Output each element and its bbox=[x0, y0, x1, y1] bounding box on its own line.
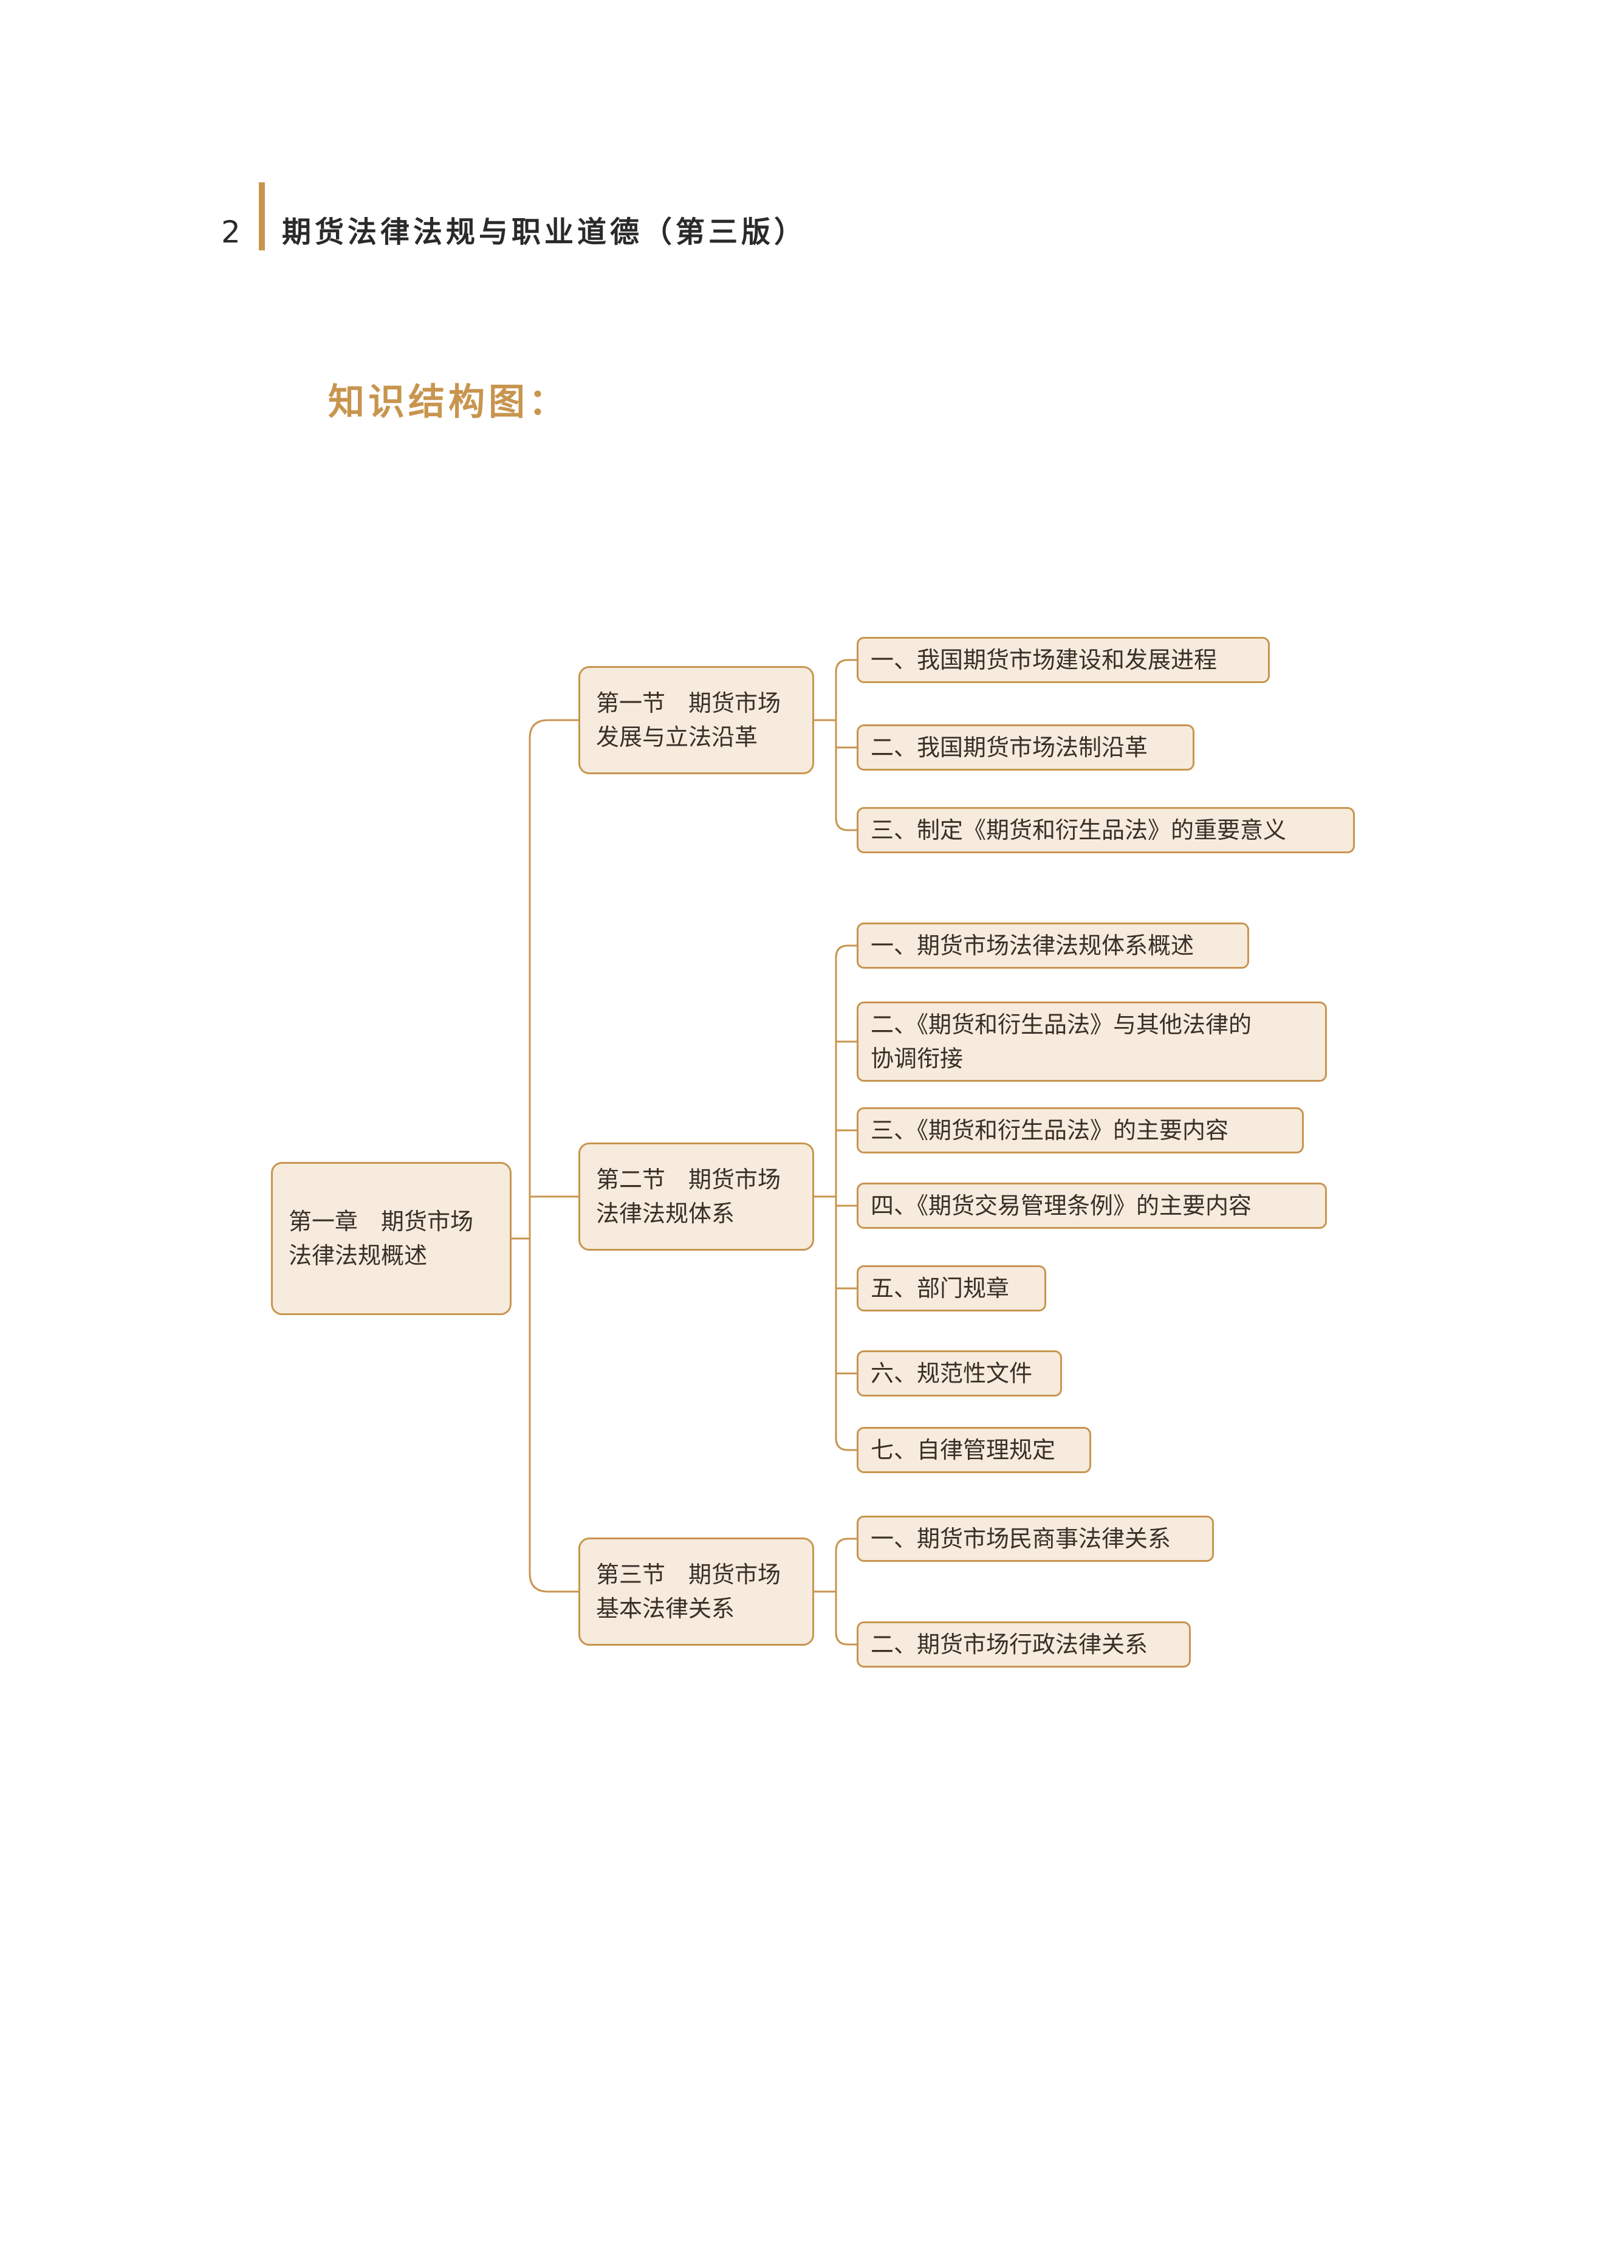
leaf-node-1-2: 二、我国期货市场法制沿革 bbox=[857, 724, 1194, 771]
connector-line-3 bbox=[529, 719, 578, 739]
leaf-node-2-4: 四、《期货交易管理条例》的主要内容 bbox=[857, 1183, 1327, 1229]
leaf-node-2-2: 二、《期货和衍生品法》与其他法律的 协调衔接 bbox=[857, 1002, 1327, 1082]
connector-line-10 bbox=[835, 817, 857, 831]
connector-line-22 bbox=[835, 1538, 857, 1552]
connector-line-8 bbox=[835, 659, 857, 673]
root-node: 第一章 期货市场 法律法规概述 bbox=[271, 1162, 512, 1315]
leaf-node-2-7: 七、自律管理规定 bbox=[857, 1427, 1091, 1473]
leaf-node-2-6: 六、规范性文件 bbox=[857, 1350, 1062, 1397]
section-heading: 知识结构图： bbox=[328, 381, 569, 424]
leaf-node-2-1: 一、期货市场法律法规体系概述 bbox=[857, 923, 1249, 969]
connector-line-5 bbox=[529, 1573, 578, 1593]
leaf-node-2-5: 五、部门规章 bbox=[857, 1265, 1046, 1311]
section-node-3: 第三节 期货市场 基本法律关系 bbox=[578, 1538, 814, 1646]
leaf-node-2-3: 三、《期货和衍生品法》的主要内容 bbox=[857, 1107, 1304, 1153]
book-title: 期货法律法规与职业道德（第三版） bbox=[282, 215, 807, 249]
connector-line-23 bbox=[835, 1632, 857, 1646]
leaf-node-1-3: 三、制定《期货和衍生品法》的重要意义 bbox=[857, 807, 1355, 853]
leaf-node-3-2: 二、期货市场行政法律关系 bbox=[857, 1621, 1191, 1668]
leaf-node-1-1: 一、我国期货市场建设和发展进程 bbox=[857, 637, 1270, 683]
section-node-2: 第二节 期货市场 法律法规体系 bbox=[578, 1143, 814, 1251]
connector-line-19 bbox=[835, 1437, 857, 1451]
page-number: 2 bbox=[221, 215, 241, 250]
header-accent-bar bbox=[259, 182, 265, 250]
leaf-node-3-1: 一、期货市场民商事法律关系 bbox=[857, 1516, 1214, 1562]
section-node-1: 第一节 期货市场 发展与立法沿革 bbox=[578, 666, 814, 774]
connector-line-13 bbox=[835, 944, 857, 958]
